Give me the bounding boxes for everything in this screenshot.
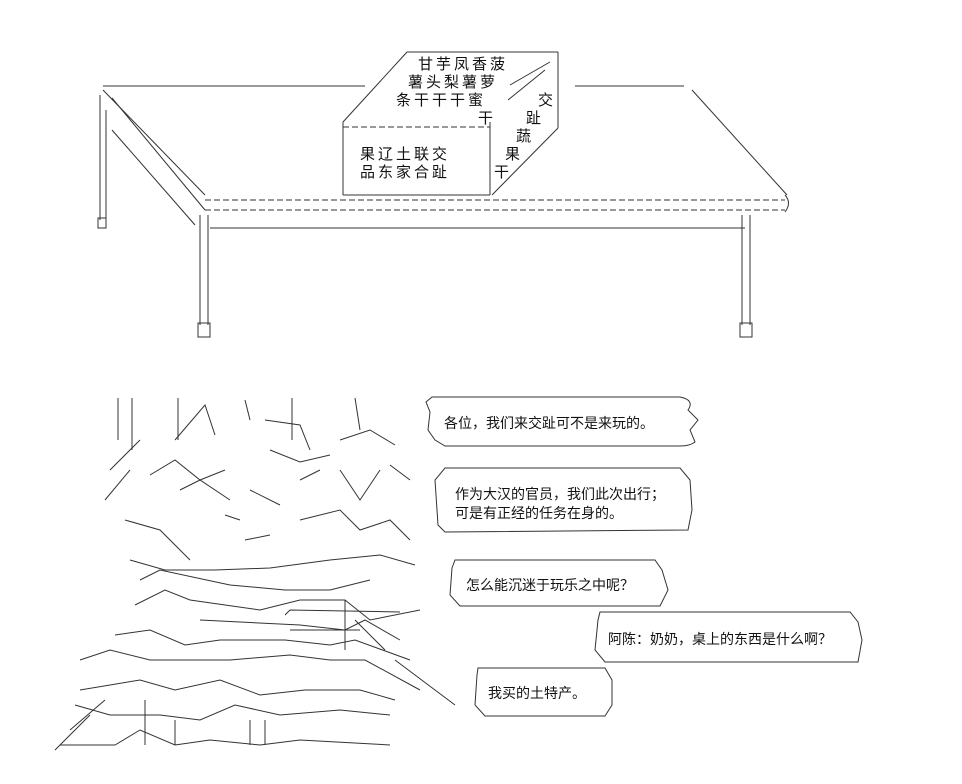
box-top-side-2: 干 <box>478 109 497 127</box>
bubble-4-line-1: 阿陈：奶奶，桌上的东西是什么啊？ <box>608 632 832 648</box>
box-side-1: 蔬 <box>516 127 535 145</box>
box-top-line-3: 条干干干蜜 <box>396 91 487 109</box>
box-top-side-3: 趾 <box>526 109 545 127</box>
box-front-line-1: 果辽土联交 <box>360 145 451 163</box>
bubble-3-line-1: 怎么能沉迷于玩乐之中呢？ <box>466 578 634 594</box>
box-front-line-2: 品东家合趾 <box>360 163 451 181</box>
bubble-5-line-1: 我买的土特产。 <box>488 686 586 702</box>
bubble-2-line-1: 作为大汉的官员，我们此次出行； <box>455 487 665 503</box>
box-side-2: 果 <box>505 145 524 163</box>
bubble-1-line-1: 各位，我们来交趾可不是来玩的。 <box>444 416 654 432</box>
box-top-line-1: 甘芋凤香菠 <box>418 55 509 73</box>
box-top-side-1: 交 <box>538 91 557 109</box>
box-top-line-2: 薯头梨薯萝 <box>408 73 499 91</box>
bubble-2-line-2: 可是有正经的任务在身的。 <box>455 506 623 522</box>
box-side-3: 干 <box>494 163 513 181</box>
box-drawing <box>342 51 559 196</box>
